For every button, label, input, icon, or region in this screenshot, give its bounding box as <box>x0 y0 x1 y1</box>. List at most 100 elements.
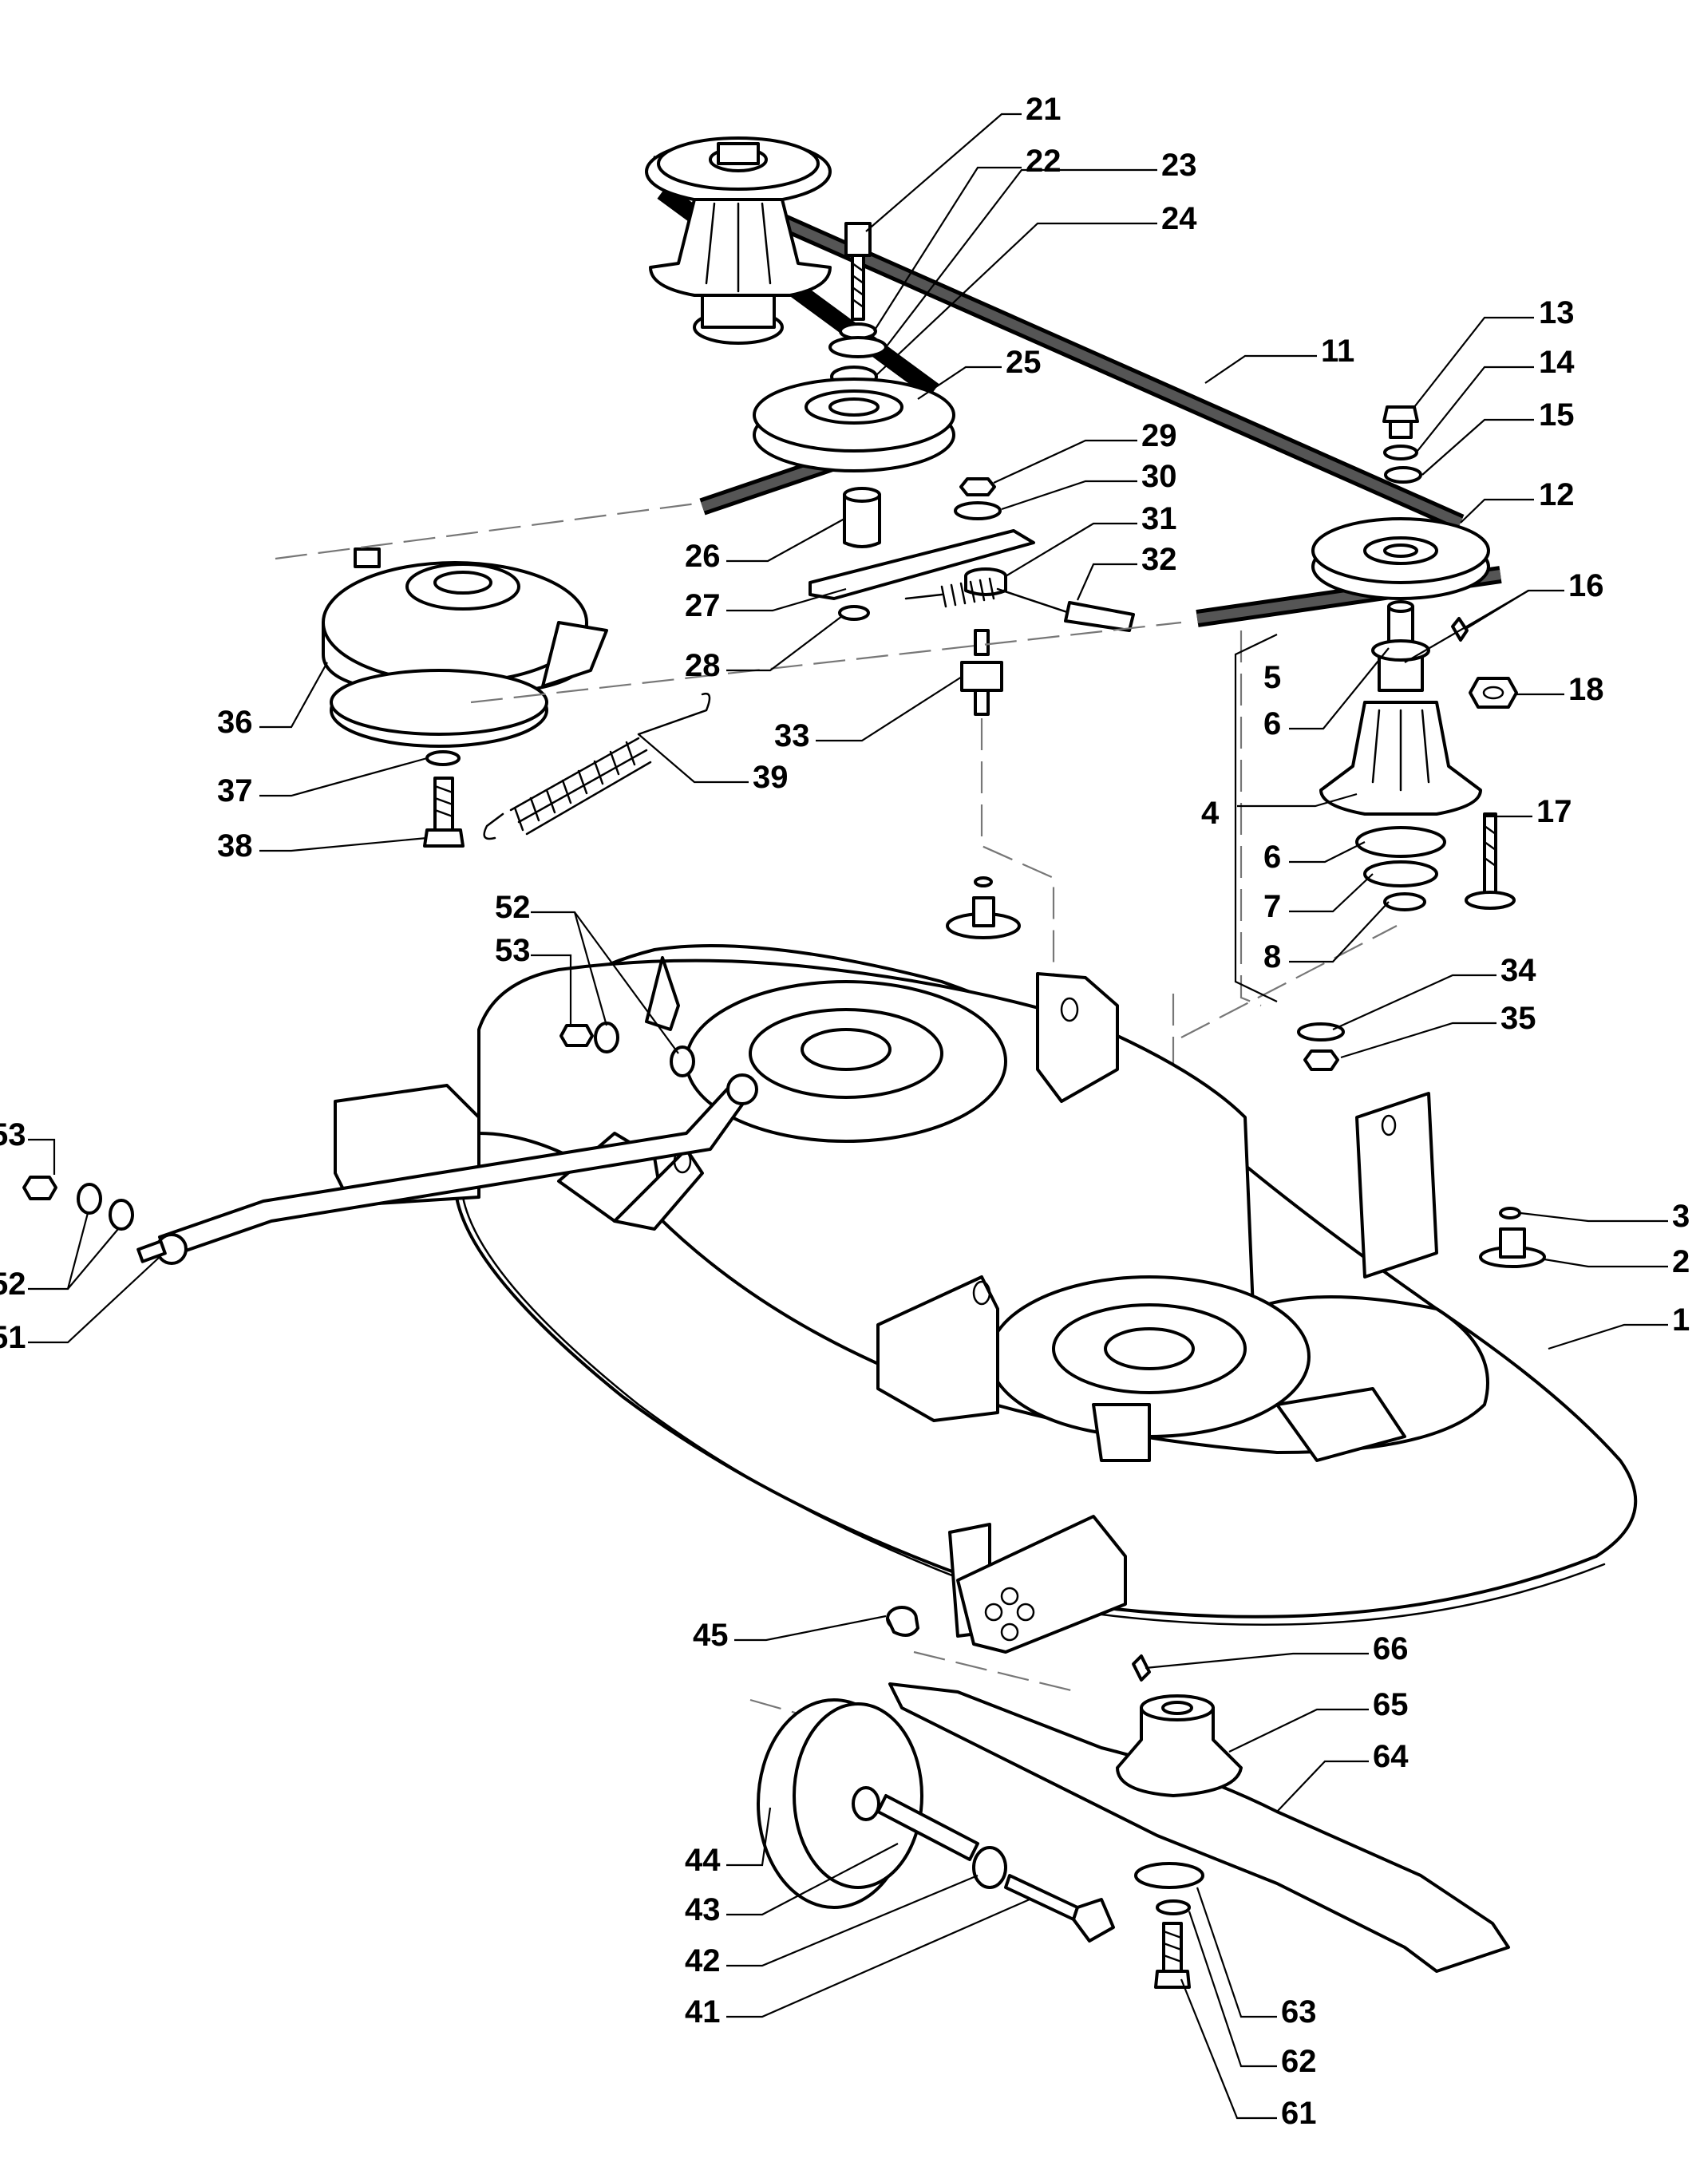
callout-15: 15 <box>1539 397 1575 433</box>
callout-37: 37 <box>217 773 253 808</box>
callout-36: 36 <box>217 705 253 740</box>
washer-52-left-a <box>77 1183 102 1215</box>
callout-64: 64 <box>1373 1739 1409 1774</box>
nut-53-upper <box>559 1024 594 1047</box>
callout-8: 8 <box>1263 939 1281 974</box>
bolt-38 <box>423 777 465 848</box>
key-16 <box>1451 617 1469 642</box>
callout-42: 42 <box>685 1943 721 1978</box>
callout-39: 39 <box>753 760 789 795</box>
group-bracket-4 <box>1234 634 1278 1002</box>
callout-labels: 21 22 23 24 25 11 13 14 15 12 29 30 31 3… <box>0 92 1690 2131</box>
callout-16: 16 <box>1568 568 1604 603</box>
callout-22: 22 <box>1026 144 1062 179</box>
idler-pulley-25 <box>753 377 955 472</box>
electric-clutch-36 <box>322 547 608 748</box>
bolt-13-washers <box>1382 405 1422 484</box>
callout-45: 45 <box>693 1618 729 1653</box>
callout-11: 11 <box>1321 334 1354 369</box>
deck-stud <box>946 876 1021 939</box>
washer-42 <box>972 1846 1007 1889</box>
key-66 <box>1132 1654 1151 1682</box>
callout-25: 25 <box>1006 345 1042 380</box>
bolt-61 <box>1154 1922 1191 1989</box>
callout-14: 14 <box>1539 345 1575 380</box>
callout-30: 30 <box>1141 459 1177 494</box>
washer-62 <box>1156 1899 1191 1915</box>
bolt-41 <box>1004 1874 1115 1943</box>
idler-arm-27 <box>809 529 1035 600</box>
wheel-44 <box>757 1698 923 1909</box>
callout-27: 27 <box>685 588 721 623</box>
bushing-31 <box>964 567 1007 596</box>
callout-66: 66 <box>1373 1631 1409 1666</box>
callout-6-lower: 6 <box>1263 840 1281 875</box>
callout-35: 35 <box>1500 1001 1536 1036</box>
callout-62: 62 <box>1281 2044 1317 2079</box>
stud-spacer-33 <box>960 629 1003 716</box>
bolt-17 <box>1465 812 1516 910</box>
part-drawings <box>22 136 1638 1989</box>
callout-44: 44 <box>685 1843 721 1878</box>
callout-41: 41 <box>685 1994 721 2030</box>
callout-51: 51 <box>0 1320 26 1355</box>
callout-34: 34 <box>1500 953 1536 988</box>
callout-43: 43 <box>685 1892 721 1927</box>
callout-32: 32 <box>1141 542 1177 577</box>
washer-30 <box>954 501 1002 520</box>
callout-13: 13 <box>1539 295 1575 330</box>
spacer-45 <box>886 1606 919 1637</box>
callout-52-left: 52 <box>0 1267 26 1302</box>
callout-7: 7 <box>1263 889 1281 924</box>
callout-29: 29 <box>1141 418 1177 453</box>
nut-29 <box>959 477 996 496</box>
callout-53-upper: 53 <box>495 933 531 968</box>
callout-53-left: 53 <box>0 1117 26 1152</box>
callout-65: 65 <box>1373 1687 1409 1722</box>
washer-63 <box>1134 1862 1204 1889</box>
spindle-assembly-4 <box>1319 600 1482 911</box>
washer-52-upper-b <box>670 1045 695 1077</box>
callout-2: 2 <box>1672 1244 1690 1279</box>
callout-12: 12 <box>1539 477 1575 512</box>
callout-33: 33 <box>774 718 810 753</box>
spacer-26 <box>843 487 881 548</box>
washer-28 <box>838 605 870 621</box>
nut-53-left <box>22 1176 57 1200</box>
callout-3: 3 <box>1672 1199 1690 1234</box>
pulley-12 <box>1311 517 1490 600</box>
callout-23: 23 <box>1161 148 1197 183</box>
callout-63: 63 <box>1281 1994 1317 2030</box>
washer-34 <box>1297 1022 1345 1041</box>
callout-61: 61 <box>1281 2096 1317 2131</box>
washer-37 <box>425 750 461 766</box>
spring-39 <box>483 692 711 840</box>
stud-2 <box>1479 1227 1546 1268</box>
washer-52-left-b <box>109 1199 134 1231</box>
callout-31: 31 <box>1141 501 1177 536</box>
washer-52-upper <box>594 1022 619 1053</box>
callout-21: 21 <box>1026 92 1062 127</box>
callout-24: 24 <box>1161 201 1197 236</box>
callout-5: 5 <box>1263 660 1281 695</box>
callout-52-upper: 52 <box>495 890 531 925</box>
spring-rod-32 <box>904 577 1135 632</box>
callout-1: 1 <box>1672 1302 1690 1338</box>
callout-4: 4 <box>1201 796 1220 831</box>
clip-3 <box>1499 1207 1521 1219</box>
lift-rod-51 <box>136 1073 758 1265</box>
callout-26: 26 <box>685 539 721 574</box>
mower-deck-1 <box>334 944 1638 1654</box>
blade-64 <box>888 1682 1510 1973</box>
callout-6-upper: 6 <box>1263 706 1281 741</box>
blade-adapter-65 <box>1116 1694 1243 1797</box>
callout-18: 18 <box>1568 672 1604 707</box>
axle-43 <box>876 1794 979 1861</box>
callout-28: 28 <box>685 648 721 683</box>
nut-35 <box>1303 1049 1339 1071</box>
upper-spindle-pulley <box>645 136 832 345</box>
leader-lines <box>28 113 1668 2120</box>
callout-17: 17 <box>1536 794 1572 829</box>
nut-18 <box>1469 677 1518 709</box>
